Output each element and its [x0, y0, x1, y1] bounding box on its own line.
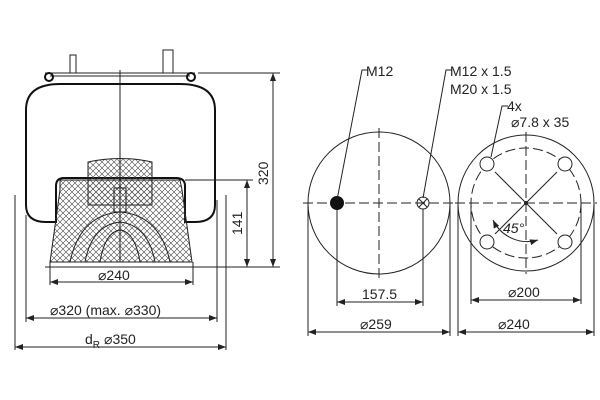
roll-dia-label: ⌀350 [104, 331, 136, 347]
air-fitting-stud [162, 49, 174, 74]
bellows [25, 83, 216, 223]
m12x1.5-label: M12 x 1.5 [450, 63, 512, 79]
m20x1.5-label: M20 x 1.5 [450, 81, 512, 97]
spacing-157.5-label: 157.5 [362, 286, 397, 302]
bolt-hole [479, 156, 495, 172]
roll-dia-sub: R [93, 340, 100, 351]
dia-200-label: ⌀200 [508, 284, 540, 300]
dia-240-bottom-label: ⌀240 [498, 316, 530, 332]
bolt-hole [557, 234, 573, 250]
hole-size-label: ⌀7.8 x 35 [511, 114, 569, 130]
svg-text:dR⌀350: dR ⌀350 [85, 331, 136, 351]
piston [49, 179, 193, 263]
roll-dia-prefix: d [85, 331, 93, 347]
stud [69, 54, 77, 74]
bolt-hole [557, 156, 573, 172]
dia-320-label: ⌀320 (max. ⌀330) [50, 302, 161, 318]
bottom-view: 45° 4x ⌀7.8 x 35 ⌀200 ⌀240 [455, 98, 597, 336]
dia-259-label: ⌀259 [360, 316, 392, 332]
dia-240-label: ⌀240 [98, 267, 130, 283]
hole-count-label: 4x [507, 98, 522, 114]
angle-45-label: 45° [503, 220, 525, 236]
top-view: M12 M12 x 1.5 M20 x 1.5 157.5 ⌀259 [303, 63, 512, 336]
m12-label: M12 [366, 63, 393, 79]
bolt-hole [479, 234, 495, 250]
height-141-label: 141 [229, 211, 245, 235]
m12-stud-hole [330, 196, 344, 210]
height-320-label: 320 [255, 161, 271, 185]
side-view: 320 141 ⌀240 ⌀320 (max. ⌀330) dR ⌀350 [14, 49, 280, 351]
